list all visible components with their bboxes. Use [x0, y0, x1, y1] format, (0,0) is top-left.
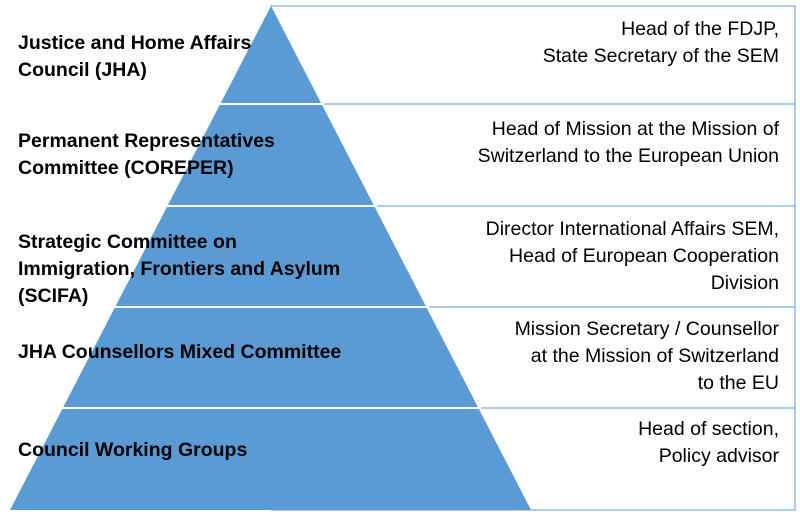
rep-box-1 [270, 5, 796, 105]
level-3-body: Strategic Committee on Immigration, Fron… [18, 231, 341, 307]
level-2-representative: Head of Mission at the Mission of Switze… [477, 118, 779, 167]
level-1-representative: Head of the FDJP, State Secretary of the… [542, 18, 779, 67]
level-4-body: JHA Counsellors Mixed Committee [18, 341, 342, 363]
level-5-representative: Head of section, Policy advisor [638, 418, 779, 467]
level-3-representative: Director International Affairs SEM, Head… [485, 218, 779, 294]
pyramid-triangle [10, 6, 531, 510]
level-1-body: Justice and Home Affairs Council (JHA) [18, 32, 252, 81]
level-4-representative: Mission Secretary / Counsellor at the Mi… [514, 318, 779, 394]
box-dividers [271, 5, 796, 511]
level-5-body: Council Working Groups [18, 439, 248, 461]
level-2-body: Permanent Representatives Committee (COR… [18, 130, 275, 179]
